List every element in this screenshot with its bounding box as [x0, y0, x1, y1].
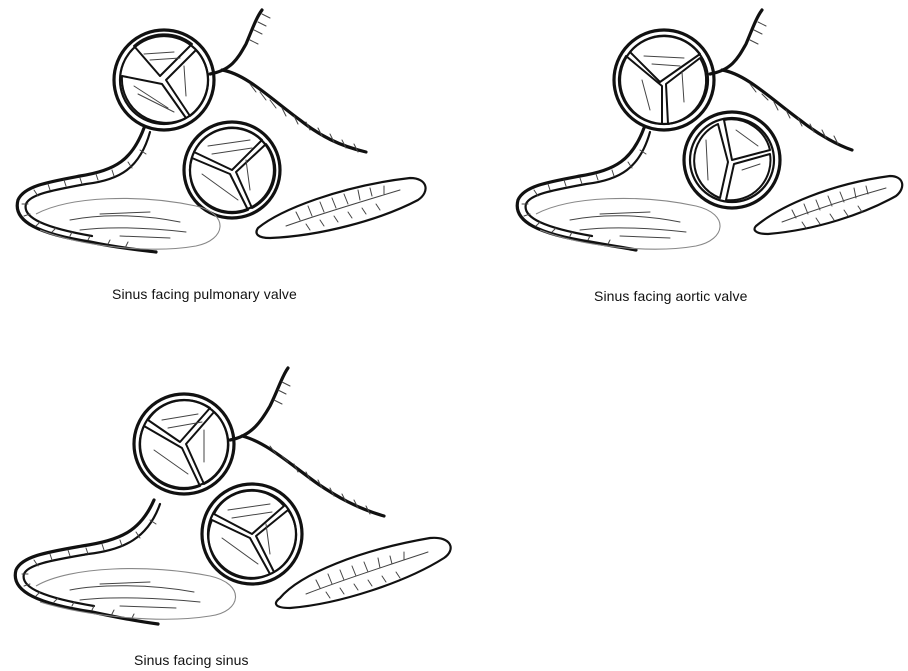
panel-sinus-facing-pulmonary-valve: Sinus facing pulmonary valve	[0, 0, 440, 310]
illustration-sinus-facing-sinus	[0, 360, 470, 640]
left-ventricle-leaflet	[36, 569, 236, 620]
panel-sinus-facing-aortic-valve: Sinus facing aortic valve	[500, 0, 908, 310]
caption: Sinus facing sinus	[134, 652, 249, 668]
caption: Sinus facing pulmonary valve	[112, 286, 297, 302]
pulmonary-valve	[114, 30, 214, 130]
pulmonary-valve	[134, 394, 234, 494]
pulmonary-valve	[614, 30, 714, 130]
illustration-sinus-facing-aortic-valve	[500, 0, 908, 270]
panel-sinus-facing-sinus: Sinus facing sinus	[0, 360, 470, 671]
right-ventricle-leaflet	[276, 538, 451, 608]
left-ventricle-leaflet	[536, 198, 720, 249]
aortic-valve	[184, 122, 280, 218]
right-ventricle-leaflet	[755, 176, 903, 234]
left-coronary-artery	[230, 368, 384, 516]
right-coronary-artery	[17, 128, 156, 252]
left-coronary-artery	[210, 10, 366, 152]
left-coronary-artery	[710, 10, 852, 150]
caption: Sinus facing aortic valve	[594, 288, 747, 304]
aortic-valve	[684, 112, 780, 208]
aortic-valve	[202, 484, 302, 584]
right-coronary-artery	[517, 128, 644, 250]
illustration-sinus-facing-pulmonary-valve	[0, 0, 440, 270]
